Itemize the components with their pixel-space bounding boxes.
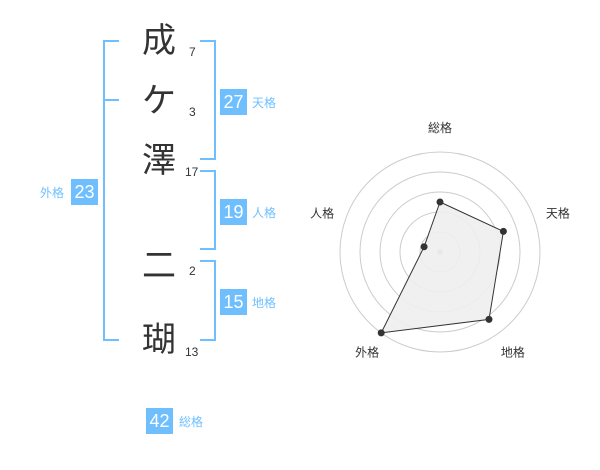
jinkaku-bracket xyxy=(200,170,216,250)
tenkaku-bracket xyxy=(200,40,216,160)
radar-axis-label-1: 総格 xyxy=(428,120,452,135)
chikaku-bracket xyxy=(200,260,216,341)
jinkaku-label: 人格 xyxy=(252,206,277,220)
gaikaku-label: 外格 xyxy=(40,186,65,200)
gaikaku-bracket-tick xyxy=(103,99,119,101)
radar-axis-label-4: 外格 xyxy=(355,344,379,359)
radar-point-5 xyxy=(420,243,428,251)
radar-grid-ring-2 xyxy=(399,211,481,293)
tenkaku-label: 天格 xyxy=(252,96,277,110)
radar-center-dot xyxy=(437,249,443,255)
gaikaku-bracket xyxy=(103,40,119,341)
soukaku-label: 総格 xyxy=(179,415,204,429)
soukaku-value-badge: 42 xyxy=(146,408,173,434)
stroke-count-2: 3 xyxy=(189,105,196,119)
stroke-count-4: 2 xyxy=(189,264,196,278)
radar-grid-ring-5 xyxy=(339,151,541,353)
radar-point-4 xyxy=(377,329,385,337)
radar-point-1 xyxy=(436,198,444,206)
radar-grid-ring-4 xyxy=(359,171,521,333)
name-char-1: 成 xyxy=(142,21,176,61)
radar-grid-ring-3 xyxy=(379,191,501,313)
radar-point-3 xyxy=(485,315,493,323)
name-char-2: ケ xyxy=(142,81,176,121)
stroke-count-3: 17 xyxy=(185,165,199,179)
radar-axis-label-5: 人格 xyxy=(310,206,334,221)
radar-axis-label-2: 天格 xyxy=(546,206,570,221)
gaikaku-value-badge: 23 xyxy=(71,179,98,205)
stroke-count-5: 13 xyxy=(185,345,199,359)
tenkaku-value-badge: 27 xyxy=(220,89,247,115)
chikaku-value-badge: 15 xyxy=(220,289,247,315)
stroke-count-1: 7 xyxy=(189,45,196,59)
radar-axis-label-3: 地格 xyxy=(501,344,525,359)
chikaku-label: 地格 xyxy=(252,296,277,310)
name-char-5: 瑚 xyxy=(142,320,176,360)
radar-point-2 xyxy=(499,227,507,235)
jinkaku-value-badge: 19 xyxy=(220,199,247,225)
name-char-3: 澤 xyxy=(142,141,176,181)
name-char-4: 二 xyxy=(142,246,176,286)
radar-data-polygon xyxy=(380,201,504,334)
radar-grid-ring-1 xyxy=(419,231,461,273)
